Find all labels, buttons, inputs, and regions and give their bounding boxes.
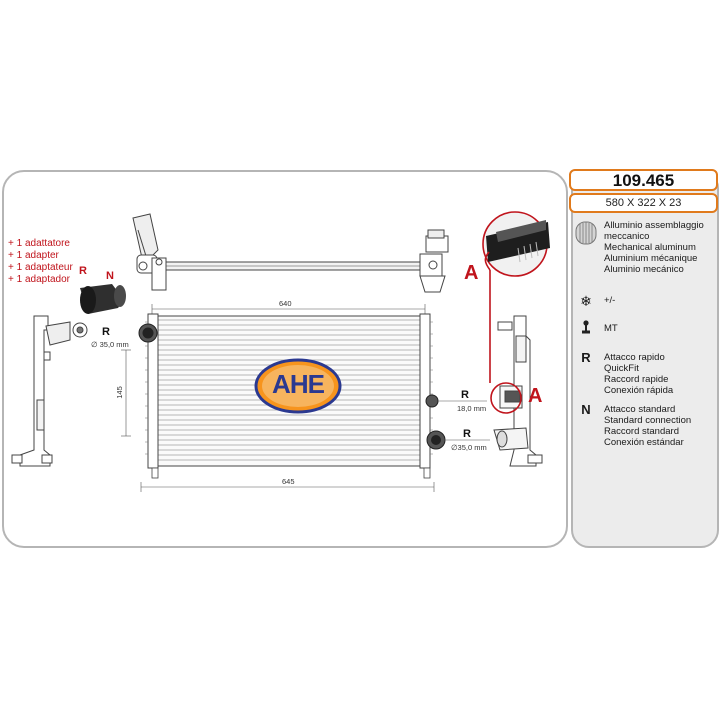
adapter-note-line: + 1 adattatore	[8, 238, 70, 249]
legend-standard-line: Conexión estándar	[604, 437, 684, 448]
dimension-640-label: 640	[279, 299, 292, 308]
right-mid-connection-size: 18,0 mm	[457, 404, 487, 413]
pipe-right-low	[426, 430, 446, 450]
right-low-connection-size: ∅35,0 mm	[451, 443, 487, 452]
quickfit-letter: R	[581, 350, 591, 365]
zoom-detail	[482, 211, 550, 414]
left-side-view	[11, 315, 88, 467]
dimension-145-line	[121, 349, 131, 437]
legend-standard-line: Attacco standard	[604, 404, 676, 415]
legend-standard-line: Standard connection	[604, 415, 692, 426]
product-dimensions: 580 X 322 X 23	[569, 193, 718, 213]
adapter-note-line: + 1 adaptador	[8, 274, 70, 285]
legend-material-line: Mechanical aluminum	[604, 242, 696, 253]
snowflake-icon: ❄	[580, 293, 592, 309]
legend-material-line: Aluminio mecánico	[604, 264, 684, 275]
product-code: 109.465	[569, 169, 718, 191]
adapter-note-line: + 1 adaptateur	[8, 262, 73, 273]
mechanical-assembly-icon	[574, 220, 598, 249]
adapter-letter-n: N	[106, 270, 114, 282]
right-side-view	[493, 315, 543, 467]
legend-quickfit-line: QuickFit	[604, 363, 639, 374]
ahe-logo	[254, 358, 342, 414]
dimension-645-line	[140, 482, 435, 492]
right-low-connection-letter: R	[463, 428, 471, 440]
left-connection-size: ∅ 35,0 mm	[91, 340, 129, 349]
standard-letter: N	[581, 402, 591, 417]
adapter-part	[80, 284, 126, 314]
detail-marker-top: A	[464, 262, 479, 284]
gear-shift-icon	[574, 320, 598, 337]
legend-standard-line: Raccord standard	[604, 426, 679, 437]
dimension-145-label: 145	[114, 386, 124, 399]
adapter-note-line: + 1 adapter	[8, 250, 59, 261]
legend-transmission-text: MT	[604, 323, 618, 334]
legend-material-line: Alluminio assemblaggio	[604, 220, 704, 231]
legend-quickfit-line: Attacco rapido	[604, 352, 665, 363]
pipe-right-mid	[425, 394, 439, 408]
legend-quickfit-line: Conexión rápida	[604, 385, 674, 396]
legend-material-line: Aluminium mécanique	[604, 253, 698, 264]
legend-ac-text: +/-	[604, 295, 616, 306]
detail-marker-bottom: A	[528, 385, 543, 407]
right-mid-connection-letter: R	[461, 389, 469, 401]
adapter-letter-r: R	[79, 265, 87, 277]
pipe-left	[138, 323, 158, 343]
left-connection-letter: R	[102, 326, 110, 338]
legend-material-line: meccanico	[604, 231, 650, 242]
legend-quickfit-line: Raccord rapide	[604, 374, 669, 385]
dimension-645-label: 645	[282, 477, 295, 486]
top-view	[132, 213, 449, 293]
adapter-note: + 1 adattatore + 1 adapter + 1 adaptateu…	[8, 238, 73, 286]
ahe-logo-text: AHE	[272, 369, 325, 399]
